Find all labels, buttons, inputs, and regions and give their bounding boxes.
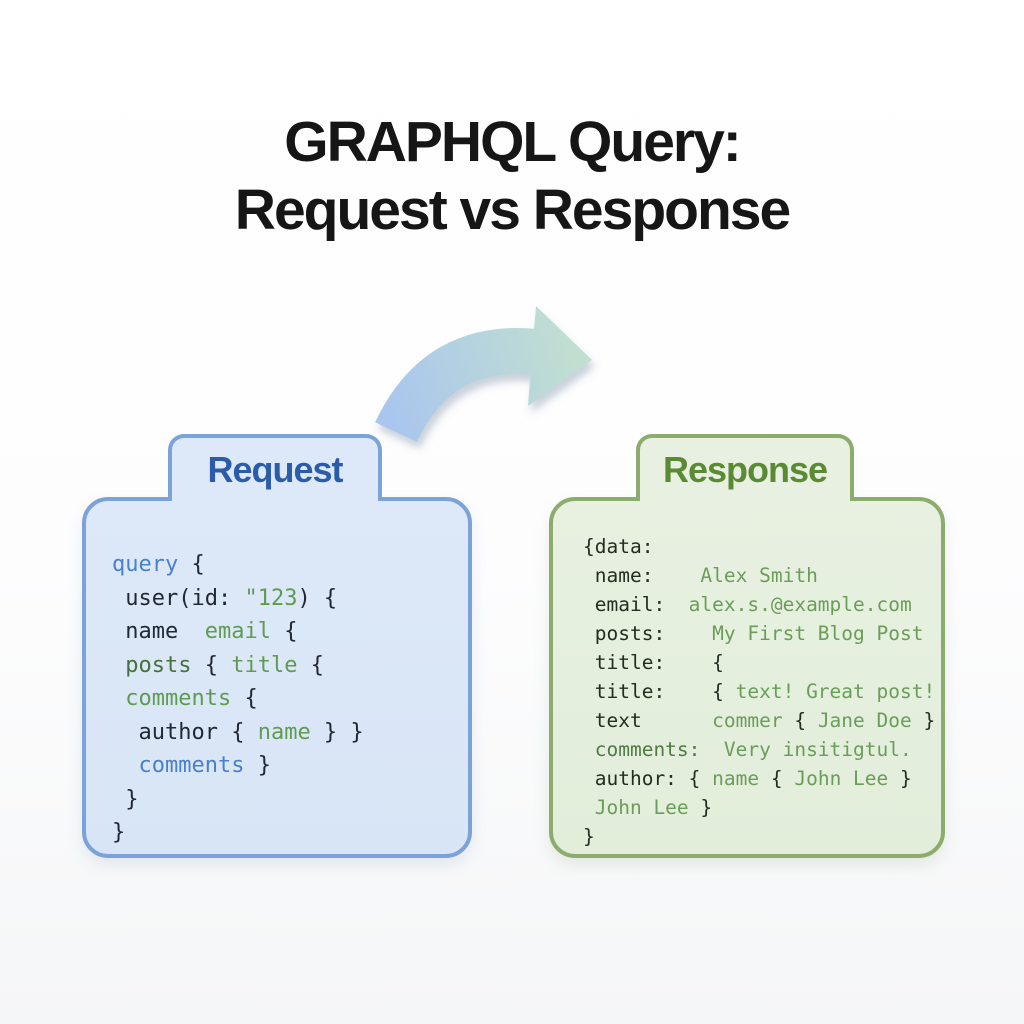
code-line: } — [112, 783, 468, 817]
code-line: posts: My First Blog Post — [583, 619, 941, 648]
code-token: { — [297, 652, 324, 678]
code-line: } — [583, 822, 941, 851]
code-token: } — [244, 753, 271, 778]
page-title-line1: GRAPHQL Query: — [284, 110, 742, 174]
code-line: comments { — [112, 682, 468, 716]
code-token: posts — [112, 652, 192, 678]
code-line: John Lee } — [583, 793, 941, 822]
code-token: } — [911, 709, 936, 732]
page-title-line2: Request vs Response — [234, 178, 791, 242]
code-line: } — [112, 816, 468, 850]
code-token: comments — [112, 686, 232, 711]
code-token: John Lee — [583, 796, 689, 819]
code-token: { — [270, 619, 298, 644]
code-token: user(id: — [112, 585, 245, 611]
code-token: Alex Smith — [700, 564, 818, 587]
code-line: posts { title { — [112, 649, 468, 683]
code-token: {data: — [583, 535, 654, 558]
code-line: comments } — [112, 749, 468, 783]
request-tab-label: Request — [207, 448, 343, 490]
code-token: comments — [112, 753, 245, 778]
response-tab: Response — [636, 434, 854, 501]
code-token: text! Great post! — [735, 680, 936, 703]
code-token: author { — [112, 719, 258, 745]
code-line: text commer { Jane Doe } — [583, 706, 941, 735]
code-line: {data: — [583, 532, 941, 561]
code-token: { — [231, 686, 258, 711]
request-code-block: query { user(id: "123) { name email { po… — [86, 501, 468, 850]
response-code-block: {data: name: Alex Smith email: alex.s.@e… — [553, 501, 941, 851]
code-line: title: { text! Great post! — [583, 677, 941, 706]
code-token: title — [231, 652, 298, 678]
code-token: email — [204, 619, 271, 644]
code-token: title: { — [583, 680, 736, 703]
code-token: } } — [310, 719, 364, 745]
code-token: query — [112, 552, 192, 577]
code-token: { — [191, 652, 232, 678]
code-token: name — [112, 619, 205, 644]
page-title: GRAPHQL Query: Request vs Response — [0, 108, 1024, 244]
code-token: ) { — [297, 585, 338, 611]
code-line: name email { — [112, 615, 468, 649]
code-token: { — [759, 767, 795, 790]
curved-right-arrow-icon — [368, 290, 618, 458]
code-token: text — [583, 709, 713, 732]
code-token: commer — [712, 709, 795, 732]
code-token: } — [112, 786, 139, 812]
code-line: comments: Very insitigtul. — [583, 735, 941, 764]
request-panel: query { user(id: "123) { name email { po… — [82, 497, 472, 858]
code-token: } — [583, 825, 595, 848]
code-line: title: { — [583, 648, 941, 677]
code-token: name — [712, 767, 760, 790]
code-token: name — [257, 719, 311, 745]
response-panel: {data: name: Alex Smith email: alex.s.@e… — [549, 497, 945, 858]
code-token: alex.s.@example.com — [688, 593, 912, 616]
code-token: Very insitigtul. — [700, 738, 912, 761]
request-tab: Request — [168, 434, 382, 501]
code-line: author: { name { John Lee } — [583, 764, 941, 793]
code-line: query { — [112, 548, 468, 582]
code-token: } — [688, 796, 713, 819]
code-token: "123 — [244, 585, 298, 611]
code-line: author { name } } — [112, 716, 468, 750]
code-token: { — [191, 552, 205, 577]
code-token: Jane Doe — [817, 709, 912, 732]
code-token: author: { — [583, 767, 713, 790]
code-token: { — [794, 709, 818, 732]
code-token: email: — [583, 593, 689, 616]
code-token: } — [112, 820, 126, 845]
code-line: user(id: "123) { — [112, 582, 468, 616]
code-token: title: { — [583, 651, 724, 674]
code-token: posts: — [583, 622, 713, 645]
code-token: comments: — [583, 738, 701, 761]
response-tab-label: Response — [662, 448, 828, 490]
code-token: My First Blog Post — [712, 622, 924, 645]
code-token: name: — [583, 564, 701, 587]
code-line: name: Alex Smith — [583, 561, 941, 590]
code-token: } — [888, 767, 912, 790]
code-line: email: alex.s.@example.com — [583, 590, 941, 619]
code-token: John Lee — [794, 767, 889, 790]
